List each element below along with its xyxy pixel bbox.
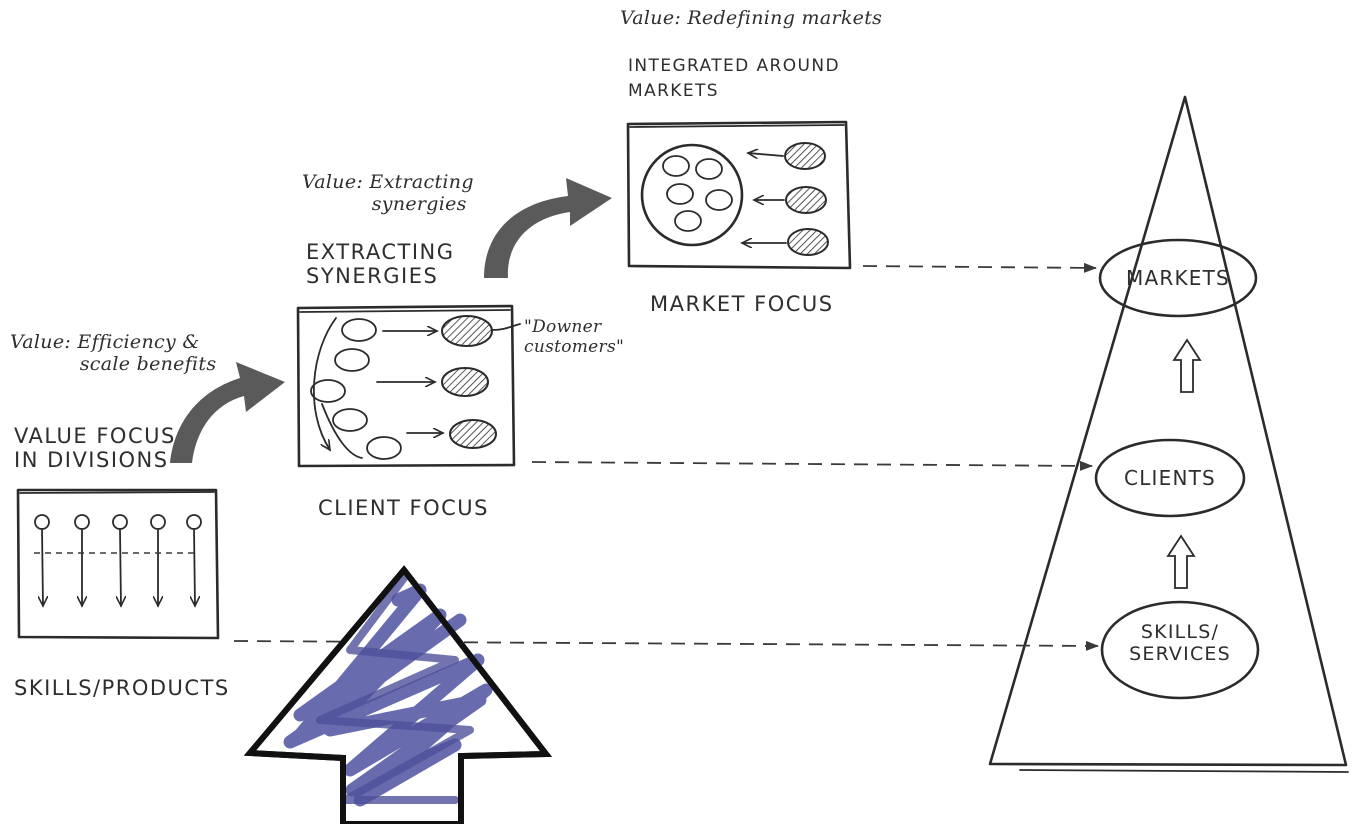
integrated-around-markets-title: INTEGRATED AROUND MARKETS (628, 56, 840, 101)
extracting-synergies-title: EXTRACTING SYNERGIES (306, 240, 455, 289)
connector-market-to-markets (862, 262, 1097, 273)
skills-products-caption: SKILLS/PRODUCTS (14, 676, 230, 700)
pyramid (988, 95, 1349, 773)
market-focus-box (626, 120, 852, 270)
client-focus-box (296, 304, 521, 468)
division-columns (34, 514, 202, 606)
value-focus-title: VALUE FOCUS IN DIVISIONS (14, 424, 176, 473)
clients-node (1094, 438, 1246, 518)
skills-services-node (1100, 600, 1260, 700)
market-focus-caption: MARKET FOCUS (650, 292, 834, 316)
downer-customers-note: "Downer customers" (524, 317, 625, 357)
curved-arrow-1 (170, 362, 285, 463)
curved-arrow-2 (484, 178, 612, 278)
value-efficiency-text: Value: Efficiency & scale benefits (10, 331, 217, 375)
value-redefining-text: Value: Redefining markets (620, 7, 883, 29)
client-focus-caption: CLIENT FOCUS (318, 496, 490, 520)
divisions-box (16, 488, 220, 640)
value-synergies-text: Value: Extracting synergies (302, 171, 474, 215)
skills-services-label: SKILLS/ SERVICES (1129, 621, 1231, 665)
up-arrow-skills-to-clients (1166, 534, 1196, 589)
up-arrow-clients-to-markets (1172, 338, 1202, 393)
markets-node (1098, 238, 1258, 318)
connector-client-to-clients (531, 460, 1093, 471)
clients-label: CLIENTS (1124, 466, 1216, 490)
big-up-arrow (243, 565, 552, 824)
markets-label: MARKETS (1126, 266, 1230, 290)
